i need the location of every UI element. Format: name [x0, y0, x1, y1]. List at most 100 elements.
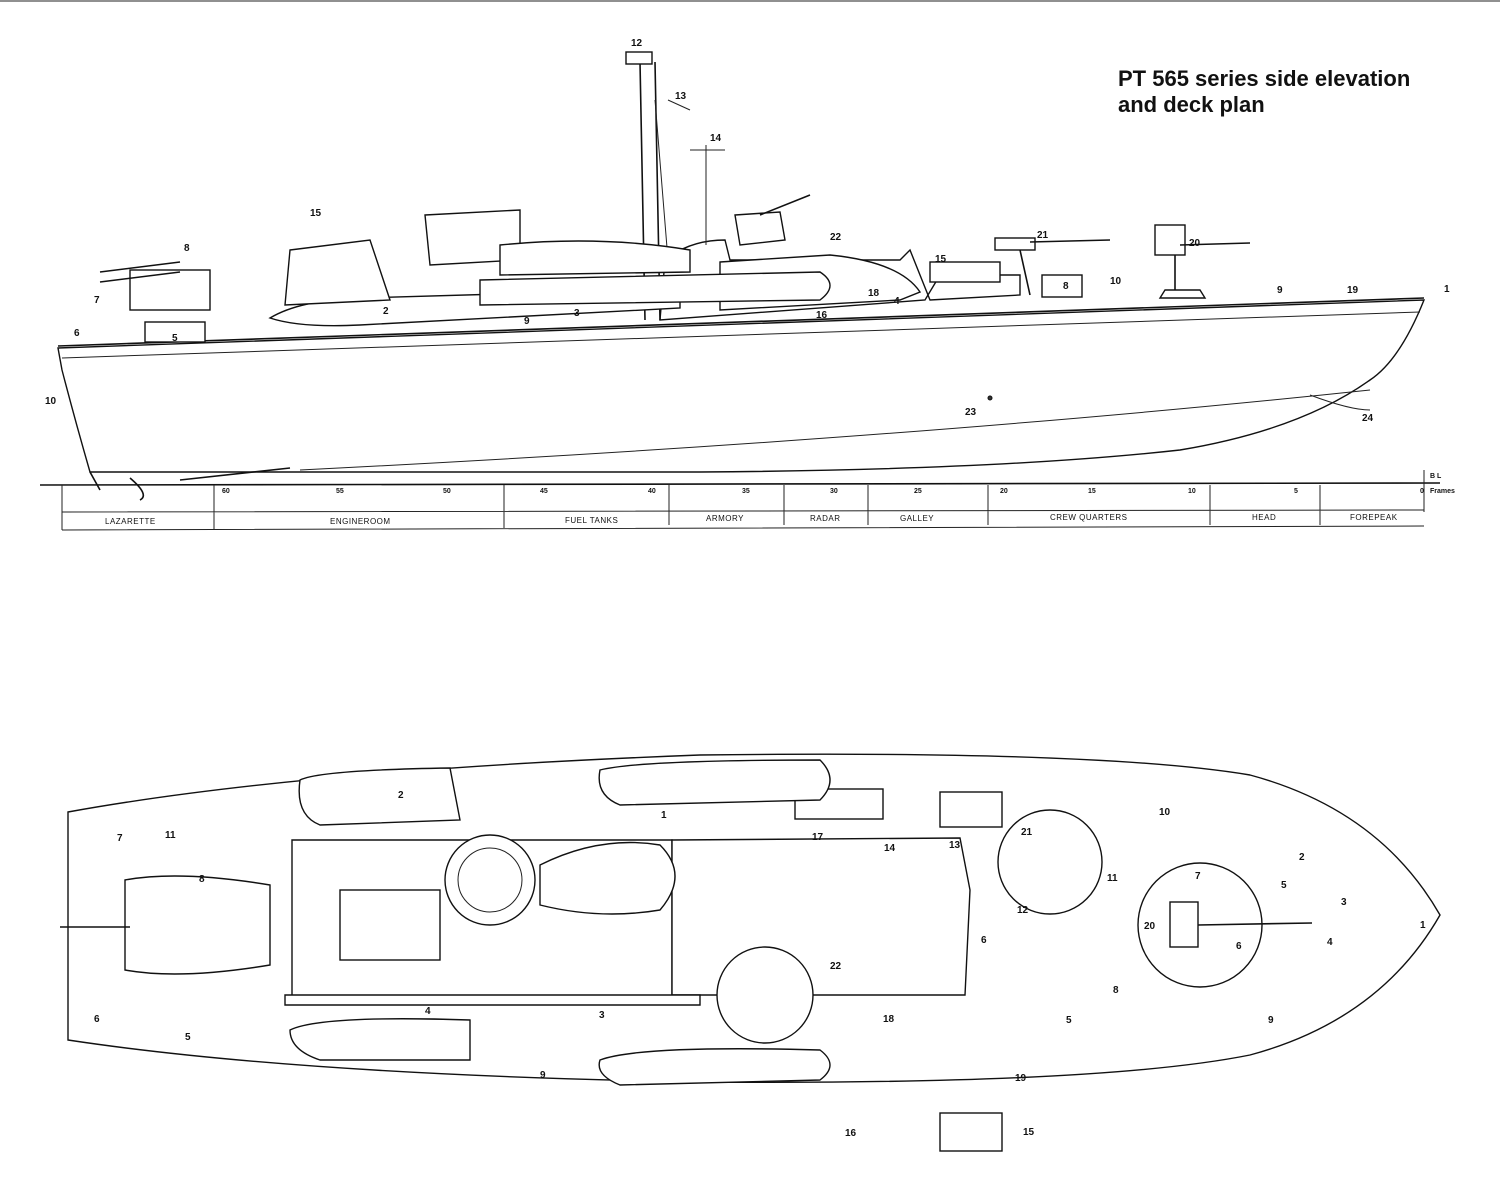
smoke-generator: [716, 946, 814, 1044]
callout: 8: [184, 243, 190, 254]
callout: 2: [383, 306, 389, 317]
callout: 17: [812, 832, 824, 843]
compartment-label: LAZARETTE: [105, 517, 156, 526]
callout: 8: [1063, 281, 1069, 292]
callout: 19: [1015, 1073, 1027, 1084]
gun-37mm: [734, 194, 811, 246]
frame-tick-label: 20: [1000, 488, 1008, 495]
callout: 6: [94, 1014, 100, 1025]
callout: 12: [631, 38, 643, 49]
callout: 6: [981, 935, 987, 946]
callout: 15: [935, 254, 947, 265]
rocket-rack-plan: [939, 1112, 1003, 1152]
mast-rigging: [654, 99, 725, 261]
bl-label: B L: [1430, 473, 1442, 480]
deck-strip: [284, 994, 701, 1006]
callout: 4: [1327, 937, 1333, 948]
port-light: [987, 395, 993, 401]
gun-20mm-20: [1154, 224, 1251, 299]
callout: 24: [1362, 413, 1374, 424]
ready-box-plan: [939, 791, 1003, 828]
engine-vent: [284, 239, 391, 306]
liferaft: [499, 240, 691, 276]
callout: 18: [868, 288, 880, 299]
callout: 9: [1268, 1015, 1274, 1026]
callout: 7: [117, 833, 123, 844]
title-line-1: PT 565 series side elevation: [1118, 66, 1411, 91]
drawing-title: PT 565 series side elevation and deck pl…: [1118, 66, 1410, 118]
torpedo-fwd: [479, 271, 831, 306]
callout: 6: [1236, 941, 1242, 952]
gun-barrel: [1197, 922, 1313, 926]
callout: 9: [1277, 285, 1283, 296]
sheer-line: [61, 311, 1421, 359]
callout: 20: [1189, 238, 1201, 249]
callout: 10: [45, 396, 57, 407]
callout: 7: [1195, 871, 1201, 882]
callout: 1: [1420, 920, 1426, 931]
gun-20mm-plan: [1169, 901, 1199, 948]
torpedo-port-fwd: [598, 759, 831, 806]
frame-tick-label: 0: [1420, 488, 1424, 495]
callout: 15: [1023, 1127, 1035, 1138]
callout: 5: [172, 333, 178, 344]
callout: 14: [884, 843, 896, 854]
callout: 2: [1299, 852, 1305, 863]
frames-label: Frames: [1430, 488, 1455, 495]
plan-callouts: 2 1 11 7 17 14 13 21 10 11 12 8 7 2 5 3 …: [94, 790, 1426, 1139]
callout: 3: [599, 1010, 605, 1021]
callout: 12: [1017, 905, 1029, 916]
callout: 21: [1021, 827, 1033, 838]
callout: 13: [675, 91, 687, 102]
aft-gun-40mm: [99, 261, 211, 343]
callout: 11: [1107, 873, 1118, 884]
frame-tick-label: 15: [1088, 488, 1096, 495]
callout: 16: [845, 1128, 857, 1139]
frame-tick-label: 10: [1188, 488, 1196, 495]
callout: 4: [894, 296, 900, 307]
frame-tick-label: 5: [1294, 488, 1298, 495]
side-callouts: 12 13 14 15 8 7 6 5 2 9 3 16 18 4 22 15 …: [45, 38, 1450, 424]
frame-tick-label: 45: [540, 488, 548, 495]
callout: 10: [1159, 807, 1171, 818]
compartment-label: FOREPEAK: [1350, 513, 1398, 522]
title-line-2: and deck plan: [1118, 92, 1265, 117]
frame-scale: 60 55 50 45 40 35 30 25 20 15 10 5 0 Fra…: [39, 470, 1455, 531]
frame-tick-label: 55: [336, 488, 344, 495]
compartment-label: HEAD: [1252, 513, 1276, 522]
frame-tick-label: 35: [742, 488, 750, 495]
callout: 22: [830, 961, 842, 972]
callout: 4: [425, 1006, 431, 1017]
radar-dome: [625, 51, 653, 65]
gun-tub-inner: [457, 847, 523, 913]
callout: 13: [949, 840, 961, 851]
hull-side: [57, 299, 1426, 473]
callout: 8: [1113, 985, 1119, 996]
side-elevation: [57, 51, 1426, 501]
callout: 5: [1066, 1015, 1072, 1026]
compartment-label: ENGINEROOM: [330, 517, 391, 526]
liferaft-plan: [539, 841, 676, 915]
callout: 1: [1444, 284, 1450, 295]
running-gear: [89, 467, 291, 501]
callout: 20: [1144, 921, 1156, 932]
callout: 3: [1341, 897, 1347, 908]
chine-line: [299, 389, 1371, 471]
callout: 1: [661, 810, 667, 821]
bow-detail: [1309, 394, 1371, 411]
deck-line: [57, 297, 1425, 347]
torpedo-port-aft: [298, 767, 461, 826]
callout: 15: [310, 208, 322, 219]
torpedo-stbd-fwd: [598, 1048, 831, 1086]
callout: 9: [540, 1070, 546, 1081]
frame-tick-label: 30: [830, 488, 838, 495]
callout: 2: [398, 790, 404, 801]
gun-20mm-21: [994, 237, 1111, 296]
callout: 5: [185, 1032, 191, 1043]
aft-gun-plan: [124, 875, 271, 975]
compartment-label: ARMORY: [706, 514, 744, 523]
callout: 5: [1281, 880, 1287, 891]
ready-box: [1041, 274, 1083, 298]
compartment-label: RADAR: [810, 514, 841, 523]
